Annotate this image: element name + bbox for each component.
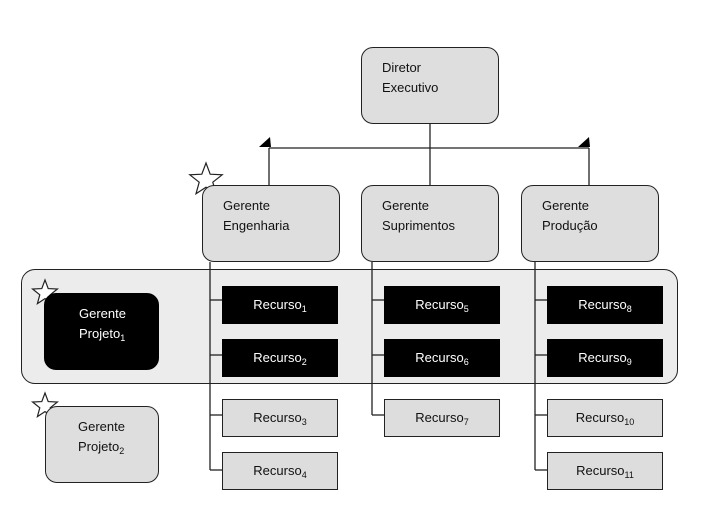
resource-label: Recurso bbox=[253, 410, 302, 425]
resource-7: Recurso7 bbox=[384, 399, 500, 437]
project-manager-1: Gerente Projeto1 bbox=[44, 293, 159, 370]
resource-subscript: 3 bbox=[301, 417, 307, 427]
resource-label: Recurso bbox=[575, 410, 625, 425]
pm-line2: Projeto2 bbox=[78, 437, 158, 457]
resource-subscript: 8 bbox=[626, 304, 632, 314]
manager-suprimentos: Gerente Suprimentos bbox=[361, 185, 499, 262]
resource-label: Recurso bbox=[253, 463, 302, 478]
resource-subscript: 1 bbox=[301, 304, 307, 314]
resource-label: Recurso bbox=[415, 297, 464, 312]
resource-label: Recurso bbox=[576, 463, 625, 478]
resource-1: Recurso1 bbox=[222, 286, 338, 324]
resource-subscript: 11 bbox=[624, 470, 634, 480]
resource-label: Recurso bbox=[415, 410, 464, 425]
resource-subscript: 5 bbox=[463, 304, 469, 314]
manager-line2: Produção bbox=[542, 218, 598, 233]
resource-subscript: 9 bbox=[626, 357, 632, 367]
pm-line2-text: Projeto bbox=[78, 439, 120, 454]
pm-line2-text: Projeto bbox=[79, 326, 121, 341]
pm-line2: Projeto1 bbox=[79, 324, 158, 344]
resource-subscript: 7 bbox=[463, 417, 469, 427]
project-manager-2: Gerente Projeto2 bbox=[45, 406, 159, 483]
resource-subscript: 10 bbox=[624, 417, 635, 427]
resource-label: Recurso bbox=[253, 297, 302, 312]
pm-subscript: 2 bbox=[119, 446, 125, 456]
manager-line2: Suprimentos bbox=[382, 218, 455, 233]
resource-2: Recurso2 bbox=[222, 339, 338, 377]
resource-label: Recurso bbox=[253, 350, 302, 365]
resource-8: Recurso8 bbox=[547, 286, 663, 324]
pm-line1: Gerente bbox=[79, 306, 126, 321]
resource-subscript: 4 bbox=[301, 470, 307, 480]
ceo-line2: Executivo bbox=[382, 80, 439, 95]
resource-label: Recurso bbox=[415, 350, 464, 365]
manager-producao: Gerente Produção bbox=[521, 185, 659, 262]
pm-subscript: 1 bbox=[120, 333, 126, 343]
resource-label: Recurso bbox=[578, 350, 627, 365]
resource-10: Recurso10 bbox=[547, 399, 663, 437]
manager-line1: Gerente bbox=[542, 198, 589, 213]
star-icon bbox=[30, 391, 60, 418]
resource-subscript: 2 bbox=[301, 357, 307, 367]
arrowhead-icon bbox=[259, 137, 271, 147]
resource-subscript: 6 bbox=[463, 357, 469, 367]
resource-5: Recurso5 bbox=[384, 286, 500, 324]
pm-line1: Gerente bbox=[78, 419, 125, 434]
resource-11: Recurso11 bbox=[547, 452, 663, 490]
arrowhead-icon bbox=[578, 137, 590, 147]
resource-3: Recurso3 bbox=[222, 399, 338, 437]
manager-engenharia: Gerente Engenharia bbox=[202, 185, 340, 262]
resource-4: Recurso4 bbox=[222, 452, 338, 490]
resource-label: Recurso bbox=[578, 297, 627, 312]
resource-9: Recurso9 bbox=[547, 339, 663, 377]
ceo-box: Diretor Executivo bbox=[361, 47, 499, 124]
manager-line1: Gerente bbox=[382, 198, 429, 213]
manager-line2: Engenharia bbox=[223, 218, 290, 233]
ceo-line1: Diretor bbox=[382, 60, 422, 75]
resource-6: Recurso6 bbox=[384, 339, 500, 377]
manager-line1: Gerente bbox=[223, 198, 270, 213]
